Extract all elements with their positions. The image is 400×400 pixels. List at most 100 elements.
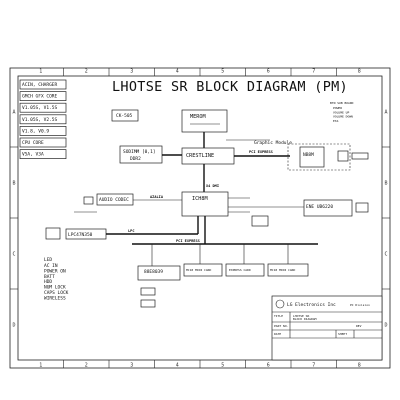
sub-board-item: VOLUME UP	[333, 110, 349, 114]
lpc-side-connector	[45, 227, 61, 240]
zone-row-left-D: D	[13, 323, 16, 329]
express-card-label: EXPRESS CARD	[229, 268, 251, 272]
zone-col-top-4: 4	[176, 69, 179, 75]
sub-board-item: ESS	[333, 119, 339, 123]
zone-col-bottom-3: 3	[130, 363, 133, 369]
nb8m-block	[299, 146, 325, 168]
led-item: CAPS LOCK	[44, 290, 69, 296]
lan-88e8039-label: 88E8039	[144, 269, 163, 275]
graphic-output-port	[351, 152, 369, 160]
mini-card-1-label: MC18 MINI CARD	[186, 268, 211, 272]
company-name: LG Electronics Inc	[287, 302, 336, 308]
zone-col-top-5: 5	[221, 69, 224, 75]
power-rail-box	[19, 137, 67, 148]
pcie-device-row: 88E8039 MC18 MINI CARD EXPRESS CARD MC18…	[137, 244, 309, 308]
mini-card-2-label: MC18 MINI CARD	[270, 268, 295, 272]
power-rail-list: ACIN, CHARGER GMCH GFX CORE V1.05S, V1.5S V…	[19, 79, 67, 159]
power-rail-box	[19, 102, 67, 113]
zone-col-top-3: 3	[130, 69, 133, 75]
graphic-connector	[337, 150, 349, 162]
lg-logo-icon	[275, 299, 285, 309]
lan-magnetics	[140, 287, 156, 296]
crestline-label: CRESTLINE	[186, 153, 214, 159]
pcie-bottom-label: PCI EXPRESS	[176, 239, 200, 243]
led-item: POWER ON	[44, 268, 66, 274]
nb8m-label: NB8M	[303, 152, 314, 158]
ich8m-block	[181, 191, 229, 217]
power-rail-box	[19, 79, 67, 90]
part-no-label: PART NO.	[274, 324, 289, 328]
sub-board-title: BTN SUB BOARD	[330, 101, 354, 105]
zone-col-top-1: 1	[39, 69, 42, 75]
mini-card-1-block	[183, 263, 223, 277]
mini-card-2-block	[267, 263, 309, 277]
lan-88e8039-block	[137, 265, 181, 281]
power-rail-label: V1.05S, V1.5S	[22, 105, 58, 111]
zone-col-bottom-5: 5	[221, 363, 224, 369]
zone-row-left-C: C	[13, 252, 16, 258]
azalia-label: AZALIA	[150, 195, 164, 199]
power-rail-box	[19, 114, 67, 125]
power-rail-label: CPU CORE	[22, 140, 44, 146]
graphic-module-outline	[287, 143, 351, 171]
date-label: DATE	[274, 332, 281, 336]
lpc47n350-label: LPC47N350	[68, 232, 93, 238]
sub-board-item: POWER	[333, 106, 342, 110]
merom-label: MEROM	[190, 114, 206, 120]
zone-col-bottom-4: 4	[176, 363, 179, 369]
x4-dmi-label: X4 DMI	[206, 184, 219, 188]
lpc-bus-label: LPC	[128, 229, 135, 233]
company-division: PC Division	[350, 303, 370, 307]
title-value: LHOTSE SR	[293, 314, 309, 318]
ich-peripheral-block	[251, 215, 269, 227]
title-block: LG Electronics Inc PC Division TITLE LHO…	[271, 295, 383, 361]
audio-codec-label: AUDIO CODEC	[99, 197, 129, 203]
zone-col-top-7: 7	[312, 69, 315, 75]
power-rail-label: V1.05S, V2.5S	[22, 117, 58, 123]
zone-col-top-6: 6	[267, 69, 270, 75]
zone-col-bottom-2: 2	[85, 363, 88, 369]
led-item: BATT	[44, 274, 55, 280]
sodimm-label: SODIMM [0,1]	[123, 149, 156, 155]
zone-col-bottom-1: 1	[39, 363, 42, 369]
zone-col-bottom-7: 7	[312, 363, 315, 369]
led-item: NUM LOCK	[44, 285, 66, 291]
power-rail-label: V5A, V3A	[22, 152, 44, 158]
diagram-title: LHOTSE SR BLOCK DIAGRAM (PM)	[112, 79, 348, 95]
power-rail-label: ACIN, CHARGER	[22, 82, 58, 88]
power-rail-box	[19, 149, 67, 159]
led-item: AC IN	[44, 263, 58, 269]
ene-card-slot	[355, 202, 369, 213]
ene-ub6220-block	[303, 199, 353, 217]
zone-row-right-C: C	[385, 252, 388, 258]
power-rail-box	[19, 91, 67, 101]
led-item: WIRELESS	[44, 295, 66, 301]
sub-board-item: VOLUME DOWN	[333, 115, 353, 119]
graphic-module-label: Graphic Module	[254, 140, 292, 146]
led-title: LED	[44, 257, 52, 263]
ddr2-label: DDR2	[130, 156, 141, 162]
zone-row-left-A: A	[13, 110, 16, 116]
led-item: HDD	[44, 279, 52, 285]
ich8m-label: ICH8M	[192, 196, 208, 202]
ck505-label: CK-505	[116, 113, 133, 119]
zone-row-right-B: B	[385, 181, 388, 187]
zone-col-bottom-8: 8	[358, 363, 361, 369]
ene-ub6220-label: ENE UB6220	[306, 204, 333, 210]
power-rail-label: GMCH GFX CORE	[22, 94, 58, 100]
zone-row-right-A: A	[385, 110, 388, 116]
zone-col-top-8: 8	[358, 69, 361, 75]
zone-row-left-B: B	[13, 181, 16, 187]
zone-row-right-D: D	[385, 323, 388, 329]
express-card-block	[225, 263, 265, 277]
audio-codec-block	[96, 193, 134, 206]
power-rail-label: V1.8, V0.9	[22, 128, 49, 134]
sheet-label: SHEET	[338, 332, 347, 336]
zone-col-top-2: 2	[85, 69, 88, 75]
lan-rj45	[140, 299, 156, 308]
ck505-block	[111, 109, 139, 122]
